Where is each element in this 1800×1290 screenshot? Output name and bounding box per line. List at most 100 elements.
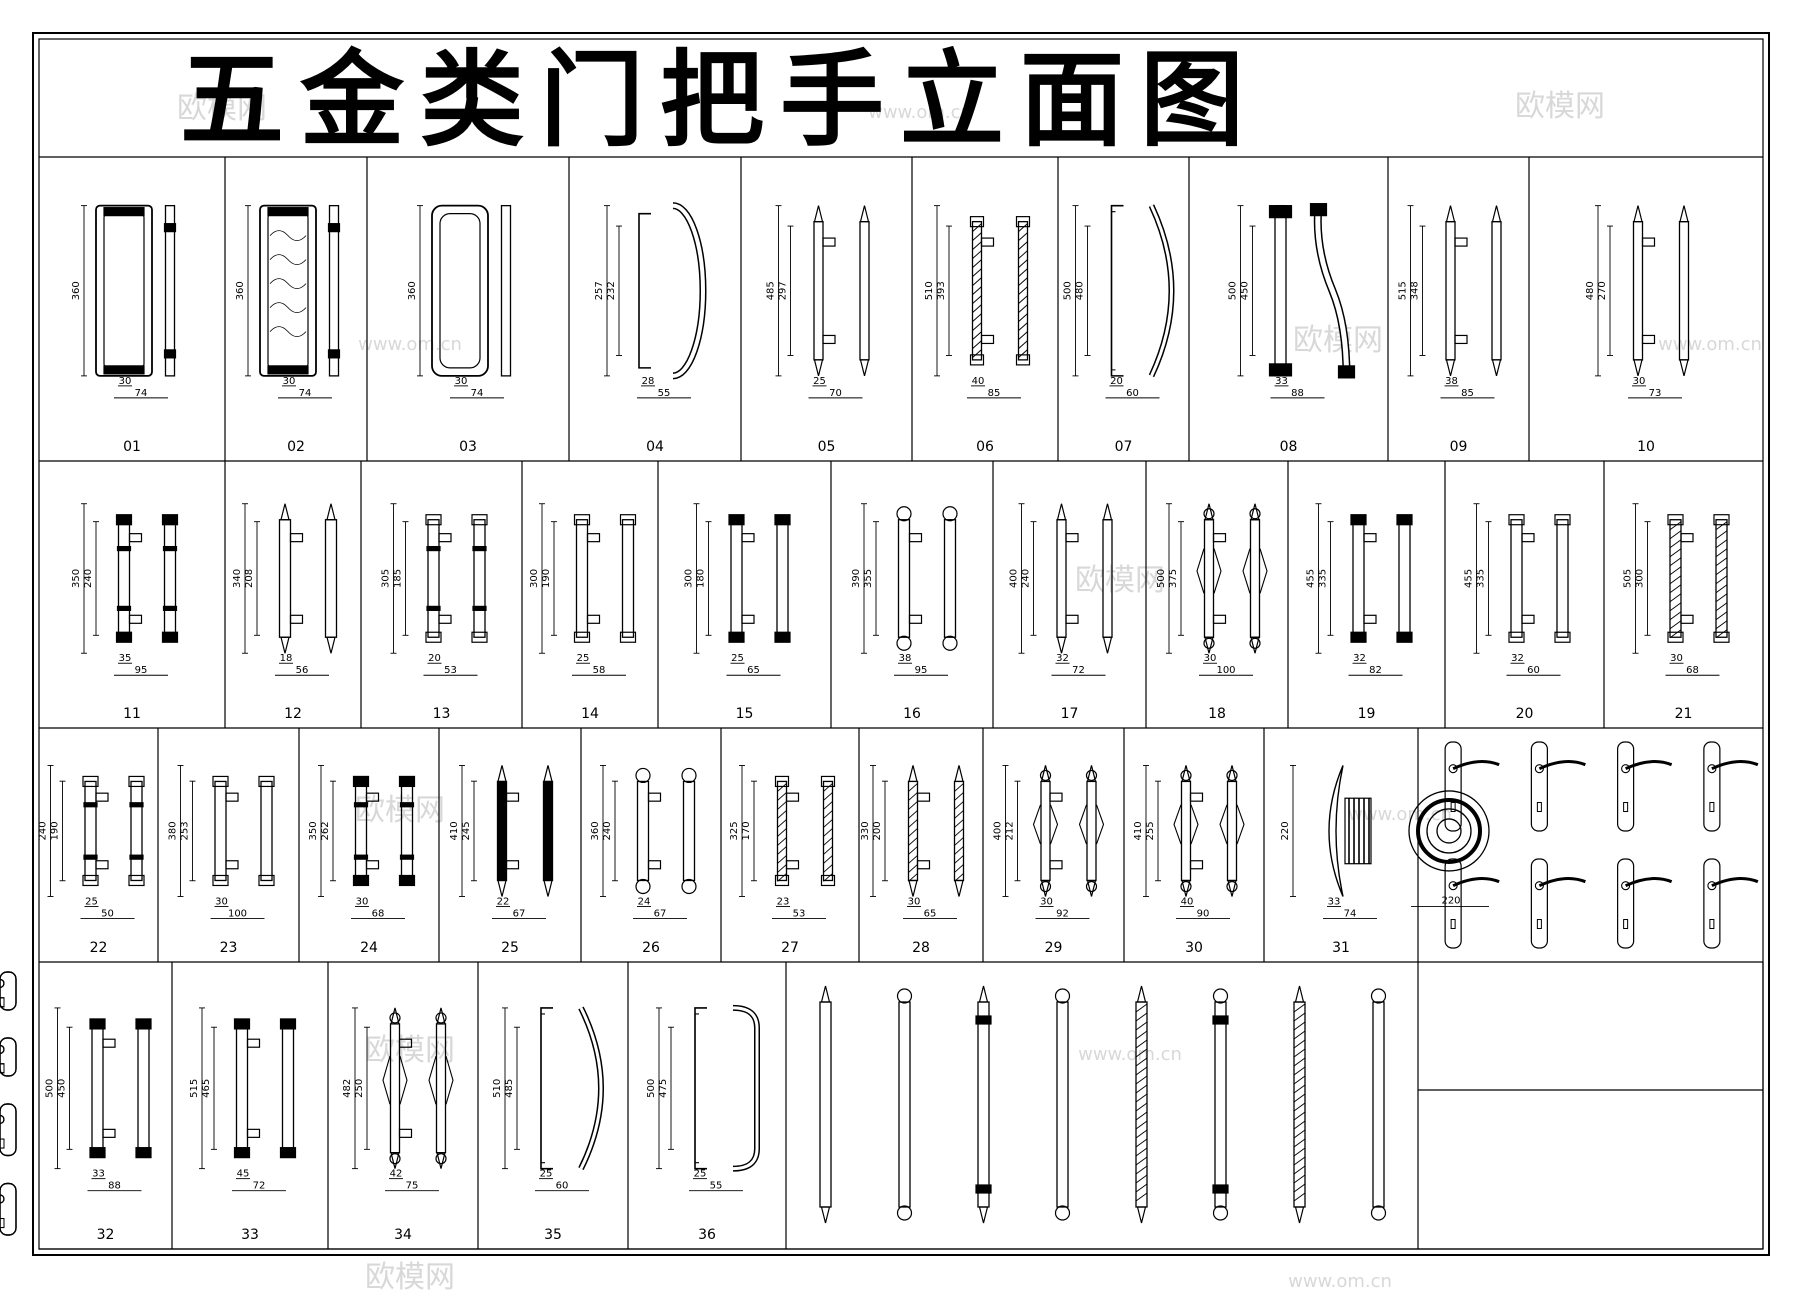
knob-face-ring	[1436, 818, 1462, 844]
dimension-width-label: 60	[1126, 388, 1139, 399]
handle-side-inner	[540, 1013, 545, 1164]
hatch-line	[1293, 1030, 1306, 1040]
handle-number-label: 17	[1061, 706, 1079, 722]
hatch-line	[1135, 1093, 1148, 1103]
handle-finial	[326, 503, 336, 521]
handle-cap	[129, 854, 144, 860]
handle-cap	[1396, 631, 1413, 643]
handle-bar	[1556, 519, 1569, 638]
handle-frame	[95, 204, 153, 377]
handle-finial	[908, 879, 918, 897]
handle-finial	[1294, 1206, 1305, 1224]
dimension-width-label: 95	[915, 665, 928, 676]
handle-cap	[1350, 631, 1367, 643]
hatch-line	[1293, 1138, 1306, 1148]
dimension-height-label: 500	[1156, 569, 1167, 588]
handle-bar	[1180, 780, 1192, 882]
handle-knob	[1212, 988, 1229, 1004]
handle-cap	[212, 775, 229, 788]
outer-border	[32, 32, 1770, 1256]
handle-c-inner	[732, 1006, 759, 1171]
handle-finial	[1086, 879, 1097, 897]
lever-rose	[1621, 764, 1631, 774]
dimension-height-label: 208	[244, 569, 255, 588]
baluster-bulge	[1173, 804, 1199, 845]
dimension-width-label: 56	[296, 665, 309, 676]
handle-finial	[1102, 636, 1113, 654]
handle-number-label: 25	[501, 940, 519, 956]
handle-number-label: 07	[1115, 439, 1133, 455]
handle-cap	[774, 631, 791, 643]
handle-post	[908, 614, 923, 624]
handle-finial	[1250, 636, 1260, 654]
handle-cap	[471, 514, 488, 526]
hatch-line	[1669, 584, 1682, 594]
hatch-line	[1293, 1075, 1306, 1085]
dimension-height-label: 255	[1145, 821, 1156, 840]
handle-bar	[1491, 220, 1502, 361]
dimension-height-label: 335	[1476, 569, 1487, 588]
hatch-line	[1135, 1075, 1148, 1085]
hatch-line	[1018, 313, 1028, 322]
dimension-height-label: 330	[860, 821, 871, 840]
handle-number-label: 32	[97, 1227, 115, 1243]
dimension-width-label: 32	[1056, 653, 1069, 664]
handle-cap	[352, 874, 370, 887]
hatch-line	[777, 792, 787, 801]
handle-finial	[1227, 879, 1237, 897]
handle-post	[1680, 614, 1694, 624]
handle-finial	[390, 1152, 400, 1169]
hatch-line	[777, 810, 787, 819]
dimension-height-label: 300	[684, 569, 695, 588]
handle-post	[1521, 614, 1535, 624]
dimension-width-label: 90	[1197, 908, 1210, 919]
handle-number-label: 04	[646, 439, 664, 455]
watermark-text: 欧模网	[177, 91, 267, 126]
handle-knob	[1085, 880, 1098, 893]
lever-rose	[1621, 881, 1631, 891]
hatch-line	[823, 810, 833, 819]
handle-bar	[1352, 519, 1365, 638]
handle-finial	[543, 879, 553, 897]
handle-post	[980, 237, 995, 247]
handle-finial	[280, 636, 290, 654]
handle-bar	[91, 1023, 104, 1154]
handle-post	[1065, 614, 1079, 624]
handle-number-label: 08	[1280, 439, 1298, 455]
hatch-line	[1135, 1165, 1148, 1175]
handle-cap	[1396, 514, 1413, 526]
keyhole-icon	[1709, 802, 1715, 813]
dimension-height-label: 350	[71, 569, 82, 588]
handle-number-label: 26	[642, 940, 660, 956]
hatch-line	[777, 819, 787, 828]
hatch-line	[1135, 1012, 1148, 1022]
dimension-width-label: 73	[1649, 388, 1662, 399]
dimension-width-label: 38	[899, 653, 912, 664]
handle-finial	[1136, 1206, 1147, 1224]
handle-post	[586, 533, 601, 543]
dimension-width-label: 72	[1072, 665, 1085, 676]
lever-backplate	[0, 971, 17, 1011]
hatch-line	[1669, 566, 1682, 576]
lever-arm	[1711, 877, 1759, 888]
handle-cap	[1554, 631, 1571, 643]
handle-bar	[897, 519, 911, 638]
handle-post	[1189, 792, 1204, 802]
hatch-line	[1715, 566, 1728, 576]
handle-finial	[280, 503, 290, 521]
keyhole-icon	[0, 997, 5, 1008]
handle-number-label: 03	[459, 439, 477, 455]
handle-side	[1110, 204, 1124, 377]
dimension-height-label: 393	[936, 281, 947, 300]
handle-finial	[497, 765, 507, 783]
handle-cap	[573, 631, 591, 643]
dimension-height-label: 455	[1464, 569, 1475, 588]
